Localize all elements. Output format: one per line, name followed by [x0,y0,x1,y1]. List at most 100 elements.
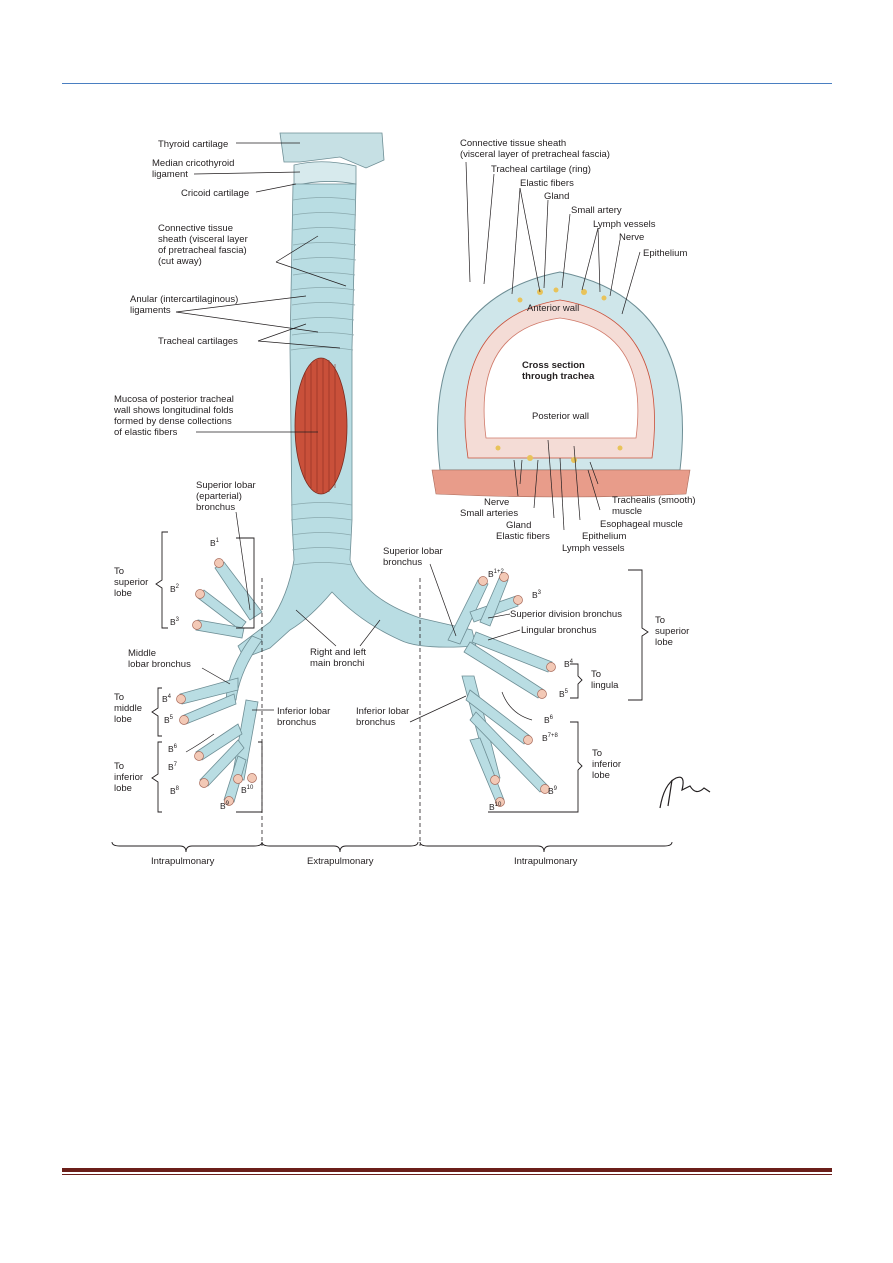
segment-left-b3: B3 [532,590,542,600]
label-conn-sheath-3: of pretracheal fascia) [158,245,247,256]
label-middle-lobar-1: Middle [128,648,156,659]
segment-right-b4: B4 [162,694,172,704]
label-cricoid-cartilage: Cricoid cartilage [181,188,249,199]
leader-lines [175,142,641,753]
label-to-inf-left-1: To [592,748,602,759]
label-to-inf-right-1: To [114,761,124,772]
label-inf-lobar-right-1: Inferior lobar [277,706,330,717]
label-sup-division: Superior division bronchus [510,609,622,620]
glands-dots [495,287,623,463]
label-cs-lymph-bottom: Lymph vessels [562,543,625,554]
label-to-sup-left-1: To [655,615,665,626]
label-to-inf-left-3: lobe [592,770,610,781]
segment-right-b3: B3 [170,617,180,627]
label-sup-lobar-right-3: bronchus [196,502,235,513]
label-cs-title-2: through trachea [522,371,595,382]
label-sup-lobar-right-1: Superior lobar [196,480,256,491]
esophageal-muscle [431,469,691,498]
label-sup-lobar-left-2: bronchus [383,557,422,568]
label-conn-sheath-2: sheath (visceral layer [158,234,248,245]
label-cs-epithelium-top: Epithelium [643,248,687,259]
thyroid-cartilage-shape [279,132,385,169]
mucosa-folds [304,359,336,493]
posterior-mucosa [294,357,348,495]
label-mucosa-3: formed by dense collections [114,416,232,427]
label-cs-tracheal-cartilage: Tracheal cartilage (ring) [491,164,591,175]
label-main-bronchi-2: main bronchi [310,658,364,669]
label-sup-lobar-left-1: Superior lobar [383,546,443,557]
label-conn-sheath-1: Connective tissue [158,223,233,234]
labels: Thyroid cartilage Median cricothyroid li… [113,138,696,867]
artist-signature [659,776,711,809]
label-cs-title-1: Cross section [522,360,585,371]
tracheal-rings [290,197,357,566]
label-conn-sheath-4: (cut away) [158,256,202,267]
label-anular-1: Anular (intercartilaginous) [130,294,238,305]
segment-left-b5: B5 [559,689,569,699]
segment-right-b6: B6 [168,744,178,754]
segment-right-b7: B7 [168,762,178,772]
left-bronchi [447,575,553,803]
segment-right-b9: B9 [220,801,230,811]
label-cs-esophageal: Esophageal muscle [600,519,683,530]
label-to-inf-right-2: inferior [114,772,143,783]
segment-right-b2: B2 [170,584,180,594]
left-bronchi-ends [478,572,556,807]
label-cs-gland-bottom: Gland [506,520,531,531]
label-cs-trachealis-1: Trachealis (smooth) [612,495,696,506]
label-to-sup-left-2: superior [655,626,689,637]
label-to-sup-right-2: superior [114,577,148,588]
label-cs-conn-2: (visceral layer of pretracheal fascia) [460,149,610,160]
label-cs-nerve-top: Nerve [619,232,644,243]
trachea-shape [237,183,477,659]
label-to-sup-right-1: To [114,566,124,577]
label-intrapulmonary-right: Intrapulmonary [514,856,578,867]
label-cs-elastic-bottom: Elastic fibers [496,531,550,542]
label-middle-lobar-2: lobar bronchus [128,659,191,670]
label-extrapulmonary: Extrapulmonary [307,856,374,867]
segment-left-b9: B9 [548,786,558,796]
lumen [483,317,639,439]
right-bronchi [179,561,263,803]
header-rule [62,83,832,84]
label-tracheal-cartilages: Tracheal cartilages [158,336,238,347]
label-to-sup-left-3: lobe [655,637,673,648]
braces [111,531,673,853]
label-cs-gland-top: Gland [544,191,569,202]
segment-left-b4: B4 [564,659,574,669]
label-cs-nerve-bottom: Nerve [484,497,509,508]
segment-right-b8: B8 [170,786,180,796]
label-median-cricothyroid-2: ligament [152,169,188,180]
label-cs-small-arteries: Small arteries [460,508,518,519]
label-inf-lobar-right-2: bronchus [277,717,316,728]
label-cs-anterior-wall: Anterior wall [527,303,579,314]
segment-labels: B1 B2 B3 B4 B5 B6 B7 B8 B9 B10 B1+2 B3 B… [162,538,574,812]
cricoid-cartilage-shape [293,161,357,187]
label-to-lingula-1: To [591,669,601,680]
label-cs-trachealis-2: muscle [612,506,642,517]
label-cs-posterior-wall: Posterior wall [532,411,589,422]
label-to-sup-right-3: lobe [114,588,132,599]
segment-left-b78: B7+8 [542,733,559,743]
segment-right-b5: B5 [164,715,174,725]
label-to-middle-3: lobe [114,714,132,725]
label-to-inf-right-3: lobe [114,783,132,794]
label-inf-lobar-left-2: bronchus [356,717,395,728]
label-to-inf-left-2: inferior [592,759,621,770]
bronchial-tree [176,132,556,807]
segment-left-b6: B6 [544,715,554,725]
label-thyroid-cartilage: Thyroid cartilage [158,139,228,150]
label-mucosa-1: Mucosa of posterior tracheal [114,394,234,405]
label-cs-elastic-top: Elastic fibers [520,178,574,189]
label-mucosa-4: of elastic fibers [114,427,178,438]
label-sup-lobar-right-2: (eparterial) [196,491,242,502]
label-to-lingula-2: lingula [591,680,619,691]
label-cs-epithelium-bottom: Epithelium [582,531,626,542]
label-cs-conn-1: Connective tissue sheath [460,138,566,149]
label-inf-lobar-left-1: Inferior lobar [356,706,409,717]
label-intrapulmonary-left: Intrapulmonary [151,856,215,867]
segment-right-b10: B10 [241,785,254,795]
label-median-cricothyroid-1: Median cricothyroid [152,158,234,169]
label-lingular: Lingular bronchus [521,625,597,636]
segment-left-b12: B1+2 [488,569,505,579]
